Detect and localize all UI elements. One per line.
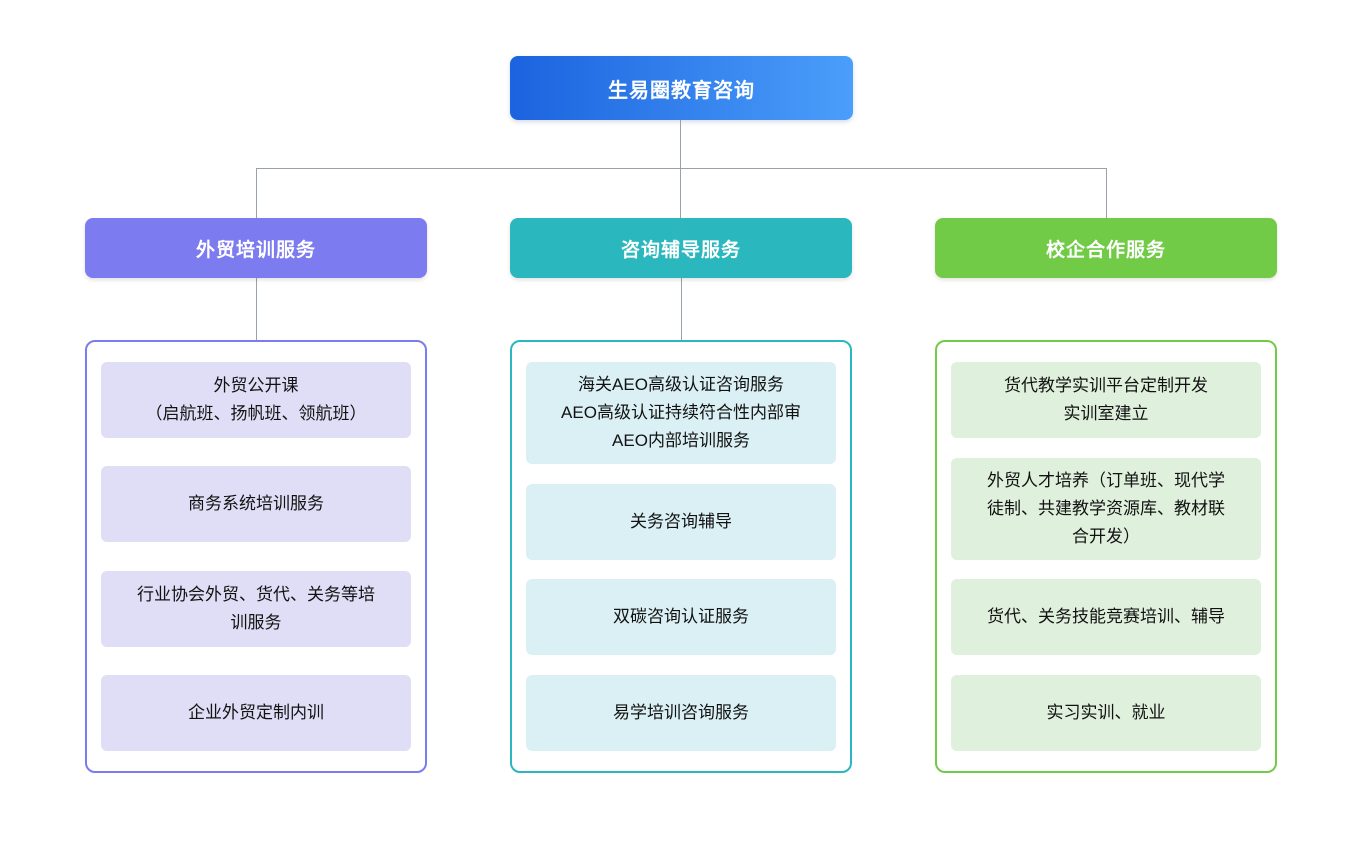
connector-root-vertical	[680, 120, 681, 218]
branch-container: 货代教学实训平台定制开发 实训室建立 外贸人才培养（订单班、现代学 徒制、共建教…	[935, 340, 1277, 773]
root-node: 生易圈教育咨询	[510, 56, 853, 120]
branch-header: 外贸培训服务	[85, 218, 427, 278]
branch-header: 校企合作服务	[935, 218, 1277, 278]
service-item: 双碳咨询认证服务	[526, 579, 836, 656]
service-item: 企业外贸定制内训	[101, 674, 411, 751]
service-item: 关务咨询辅导	[526, 483, 836, 560]
connector-drop-branch-3	[1106, 168, 1107, 218]
service-item: 海关AEO高级认证咨询服务 AEO高级认证持续符合性内部审 AEO内部培训服务	[526, 362, 836, 464]
branch-header-label: 校企合作服务	[1045, 239, 1166, 261]
branch-school-enterprise-cooperation: 校企合作服务 货代教学实训平台定制开发 实训室建立 外贸人才培养（订单班、现代学…	[935, 218, 1277, 773]
root-node-label: 生易圈教育咨询	[608, 79, 755, 102]
service-item: 易学培训咨询服务	[526, 674, 836, 751]
branch-header: 咨询辅导服务	[510, 218, 852, 278]
connector-horizontal	[256, 168, 1107, 169]
connector-branch-1-container	[256, 278, 257, 340]
service-item: 实习实训、就业	[951, 674, 1261, 751]
branch-foreign-trade-training: 外贸培训服务 外贸公开课 （启航班、扬帆班、领航班） 商务系统培训服务 行业协会…	[85, 218, 427, 773]
service-item: 货代、关务技能竞赛培训、辅导	[951, 579, 1261, 656]
branch-container: 外贸公开课 （启航班、扬帆班、领航班） 商务系统培训服务 行业协会外贸、货代、关…	[85, 340, 427, 773]
branch-container: 海关AEO高级认证咨询服务 AEO高级认证持续符合性内部审 AEO内部培训服务 …	[510, 340, 852, 773]
branch-header-label: 外贸培训服务	[195, 239, 316, 261]
service-item: 外贸公开课 （启航班、扬帆班、领航班）	[101, 362, 411, 438]
service-item: 货代教学实训平台定制开发 实训室建立	[951, 362, 1261, 438]
connector-branch-2-container	[681, 278, 682, 340]
service-item: 外贸人才培养（订单班、现代学 徒制、共建教学资源库、教材联 合开发）	[951, 457, 1261, 560]
connector-drop-branch-1	[256, 168, 257, 218]
service-item: 行业协会外贸、货代、关务等培 训服务	[101, 570, 411, 647]
service-item: 商务系统培训服务	[101, 466, 411, 543]
branch-header-label: 咨询辅导服务	[620, 239, 741, 261]
branch-consulting-coaching: 咨询辅导服务 海关AEO高级认证咨询服务 AEO高级认证持续符合性内部审 AEO…	[510, 218, 852, 773]
